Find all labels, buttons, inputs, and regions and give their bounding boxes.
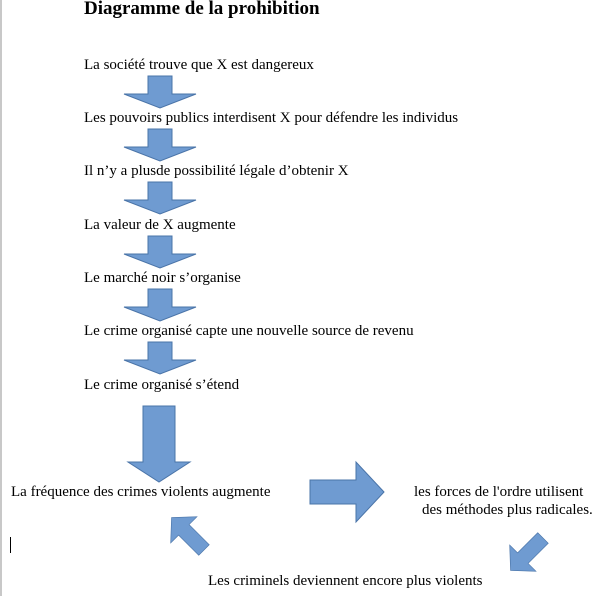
- down-arrow-icon: [123, 128, 197, 162]
- step-3: Il n’y a plusde possibilité légale d’obt…: [84, 163, 349, 179]
- step-6: Le crime organisé capte une nouvelle sou…: [84, 323, 414, 339]
- large-down-arrow-icon: [126, 405, 192, 483]
- cycle-violent-crime: La fréquence des crimes violents augment…: [11, 484, 271, 500]
- step-1: La société trouve que X est dangereux: [84, 57, 314, 73]
- down-arrow-icon: [123, 181, 197, 215]
- diagram-title: Diagramme de la prohibition: [84, 0, 320, 19]
- step-7: Le crime organisé s’étend: [84, 377, 240, 393]
- cycle-police-line2: des méthodes plus radicales.: [422, 502, 593, 518]
- down-arrow-icon: [123, 288, 197, 322]
- cycle-criminals: Les criminels deviennent encore plus vio…: [208, 573, 483, 589]
- cycle-police-line1: les forces de l'ordre utilisent: [414, 484, 584, 500]
- page-margin-line: [0, 0, 2, 596]
- down-arrow-icon: [123, 75, 197, 109]
- text-cursor: [10, 537, 11, 553]
- down-arrow-icon: [123, 235, 197, 269]
- step-4: La valeur de X augmente: [84, 217, 236, 233]
- up-left-arrow-icon: [158, 504, 218, 564]
- down-left-arrow-icon: [497, 524, 557, 584]
- down-arrow-icon: [123, 341, 197, 375]
- step-5: Le marché noir s’organise: [84, 270, 241, 286]
- step-2: Les pouvoirs publics interdisent X pour …: [84, 110, 459, 126]
- right-arrow-icon: [309, 461, 385, 523]
